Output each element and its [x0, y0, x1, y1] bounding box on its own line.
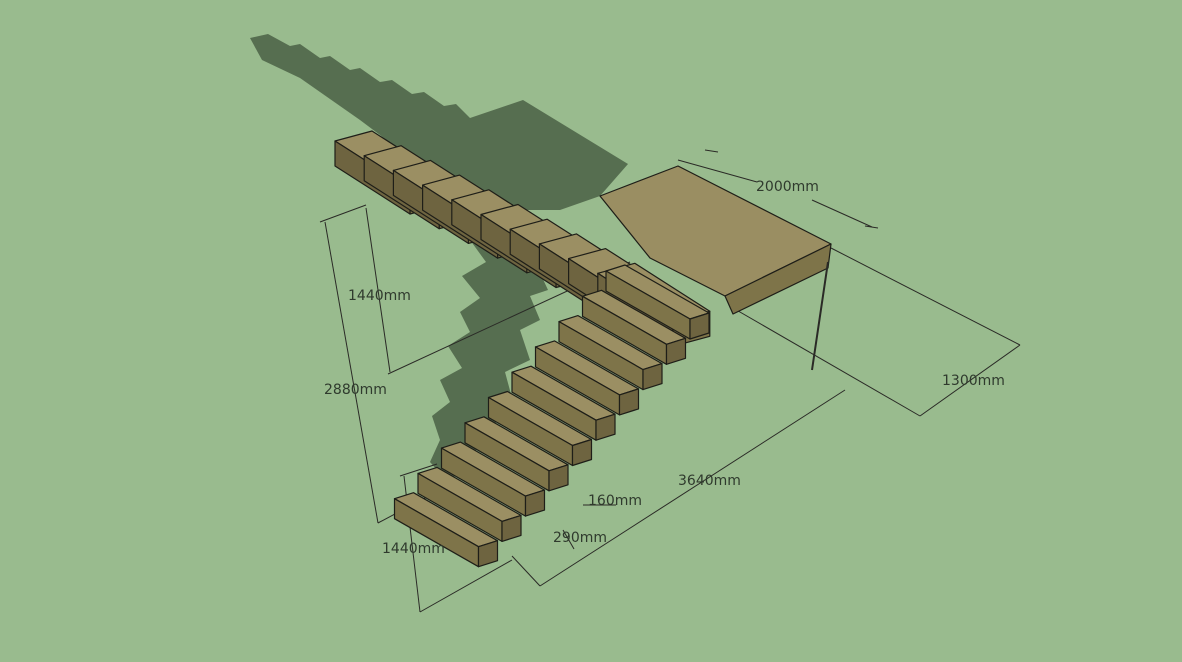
dim-run-start [511, 555, 541, 587]
dim-total-run-line [539, 389, 846, 587]
landing-depth-label: 1300mm [942, 373, 1005, 389]
dim-tick [704, 149, 719, 153]
lower-tread-side [595, 413, 616, 441]
lower-tread-side [548, 464, 569, 492]
dim-landing-depth-measure [919, 344, 1021, 417]
upper-flight-height-label: 1440mm [348, 288, 411, 304]
lower-flight [393, 264, 710, 568]
dim-base-extension [419, 559, 513, 613]
lower-tread-side [618, 388, 640, 416]
dim-landing-depth-line [830, 247, 1021, 346]
upper-flight-shadow [250, 34, 628, 210]
dim-top-extension [319, 204, 367, 223]
landing-width-label: 2000mm [756, 179, 819, 195]
lower-tread-side [642, 363, 663, 391]
dim-landing-depth-extension [732, 307, 921, 417]
dim-tread-line [562, 529, 575, 550]
landing-platform [599, 165, 832, 371]
lower-tread-side [571, 438, 593, 467]
landing-support-post [811, 261, 829, 371]
shadow-layer [250, 34, 628, 480]
lower-flight-height-label: 1440mm [382, 541, 445, 557]
lower-tread-side [689, 312, 710, 340]
lower-tread-side [501, 514, 522, 543]
lower-tread-side [524, 489, 546, 517]
dim-lower-extension [399, 463, 438, 477]
total-height-label: 2880mm [324, 382, 387, 398]
lower-tread-side [665, 337, 687, 365]
dim-tick [864, 225, 879, 229]
dim-landing-width-line-right [811, 199, 873, 228]
total-run-label: 3640mm [678, 473, 741, 489]
lower-flight-shadow [430, 222, 555, 480]
dim-upper-height-line [365, 207, 391, 373]
riser-height-label: 160mm [588, 493, 642, 509]
lower-tread-side [477, 540, 499, 568]
tread-depth-label: 290mm [553, 530, 607, 546]
dim-total-height-line [324, 221, 379, 524]
dim-landing-width-line-left [677, 159, 758, 183]
